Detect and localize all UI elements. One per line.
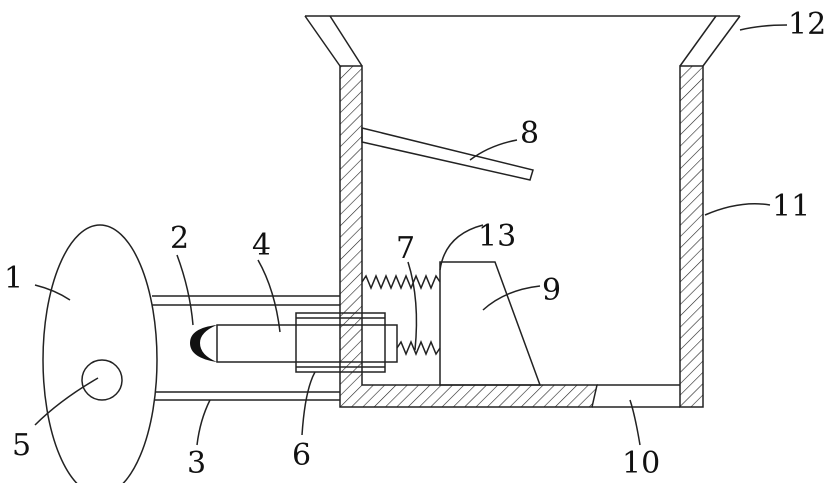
label-9: 9 xyxy=(542,273,561,308)
label-5: 5 xyxy=(12,428,31,463)
label-12: 12 xyxy=(788,7,826,42)
label-3: 3 xyxy=(187,446,206,481)
label-11: 11 xyxy=(772,189,810,224)
inclined-plate xyxy=(362,128,533,180)
label-1: 1 xyxy=(4,261,23,296)
spring-top xyxy=(362,276,440,288)
label-10: 10 xyxy=(622,446,660,481)
rod xyxy=(217,325,397,362)
block xyxy=(440,262,540,385)
hopper xyxy=(305,16,740,66)
disc xyxy=(43,225,157,483)
label-8: 8 xyxy=(520,116,539,151)
spring-bottom xyxy=(397,342,440,354)
cap xyxy=(190,325,217,362)
label-2: 2 xyxy=(170,221,189,256)
label-7: 7 xyxy=(396,231,415,266)
label-6: 6 xyxy=(292,438,311,473)
label-4: 4 xyxy=(252,228,271,263)
label-13: 13 xyxy=(478,219,516,254)
tube xyxy=(152,296,340,400)
